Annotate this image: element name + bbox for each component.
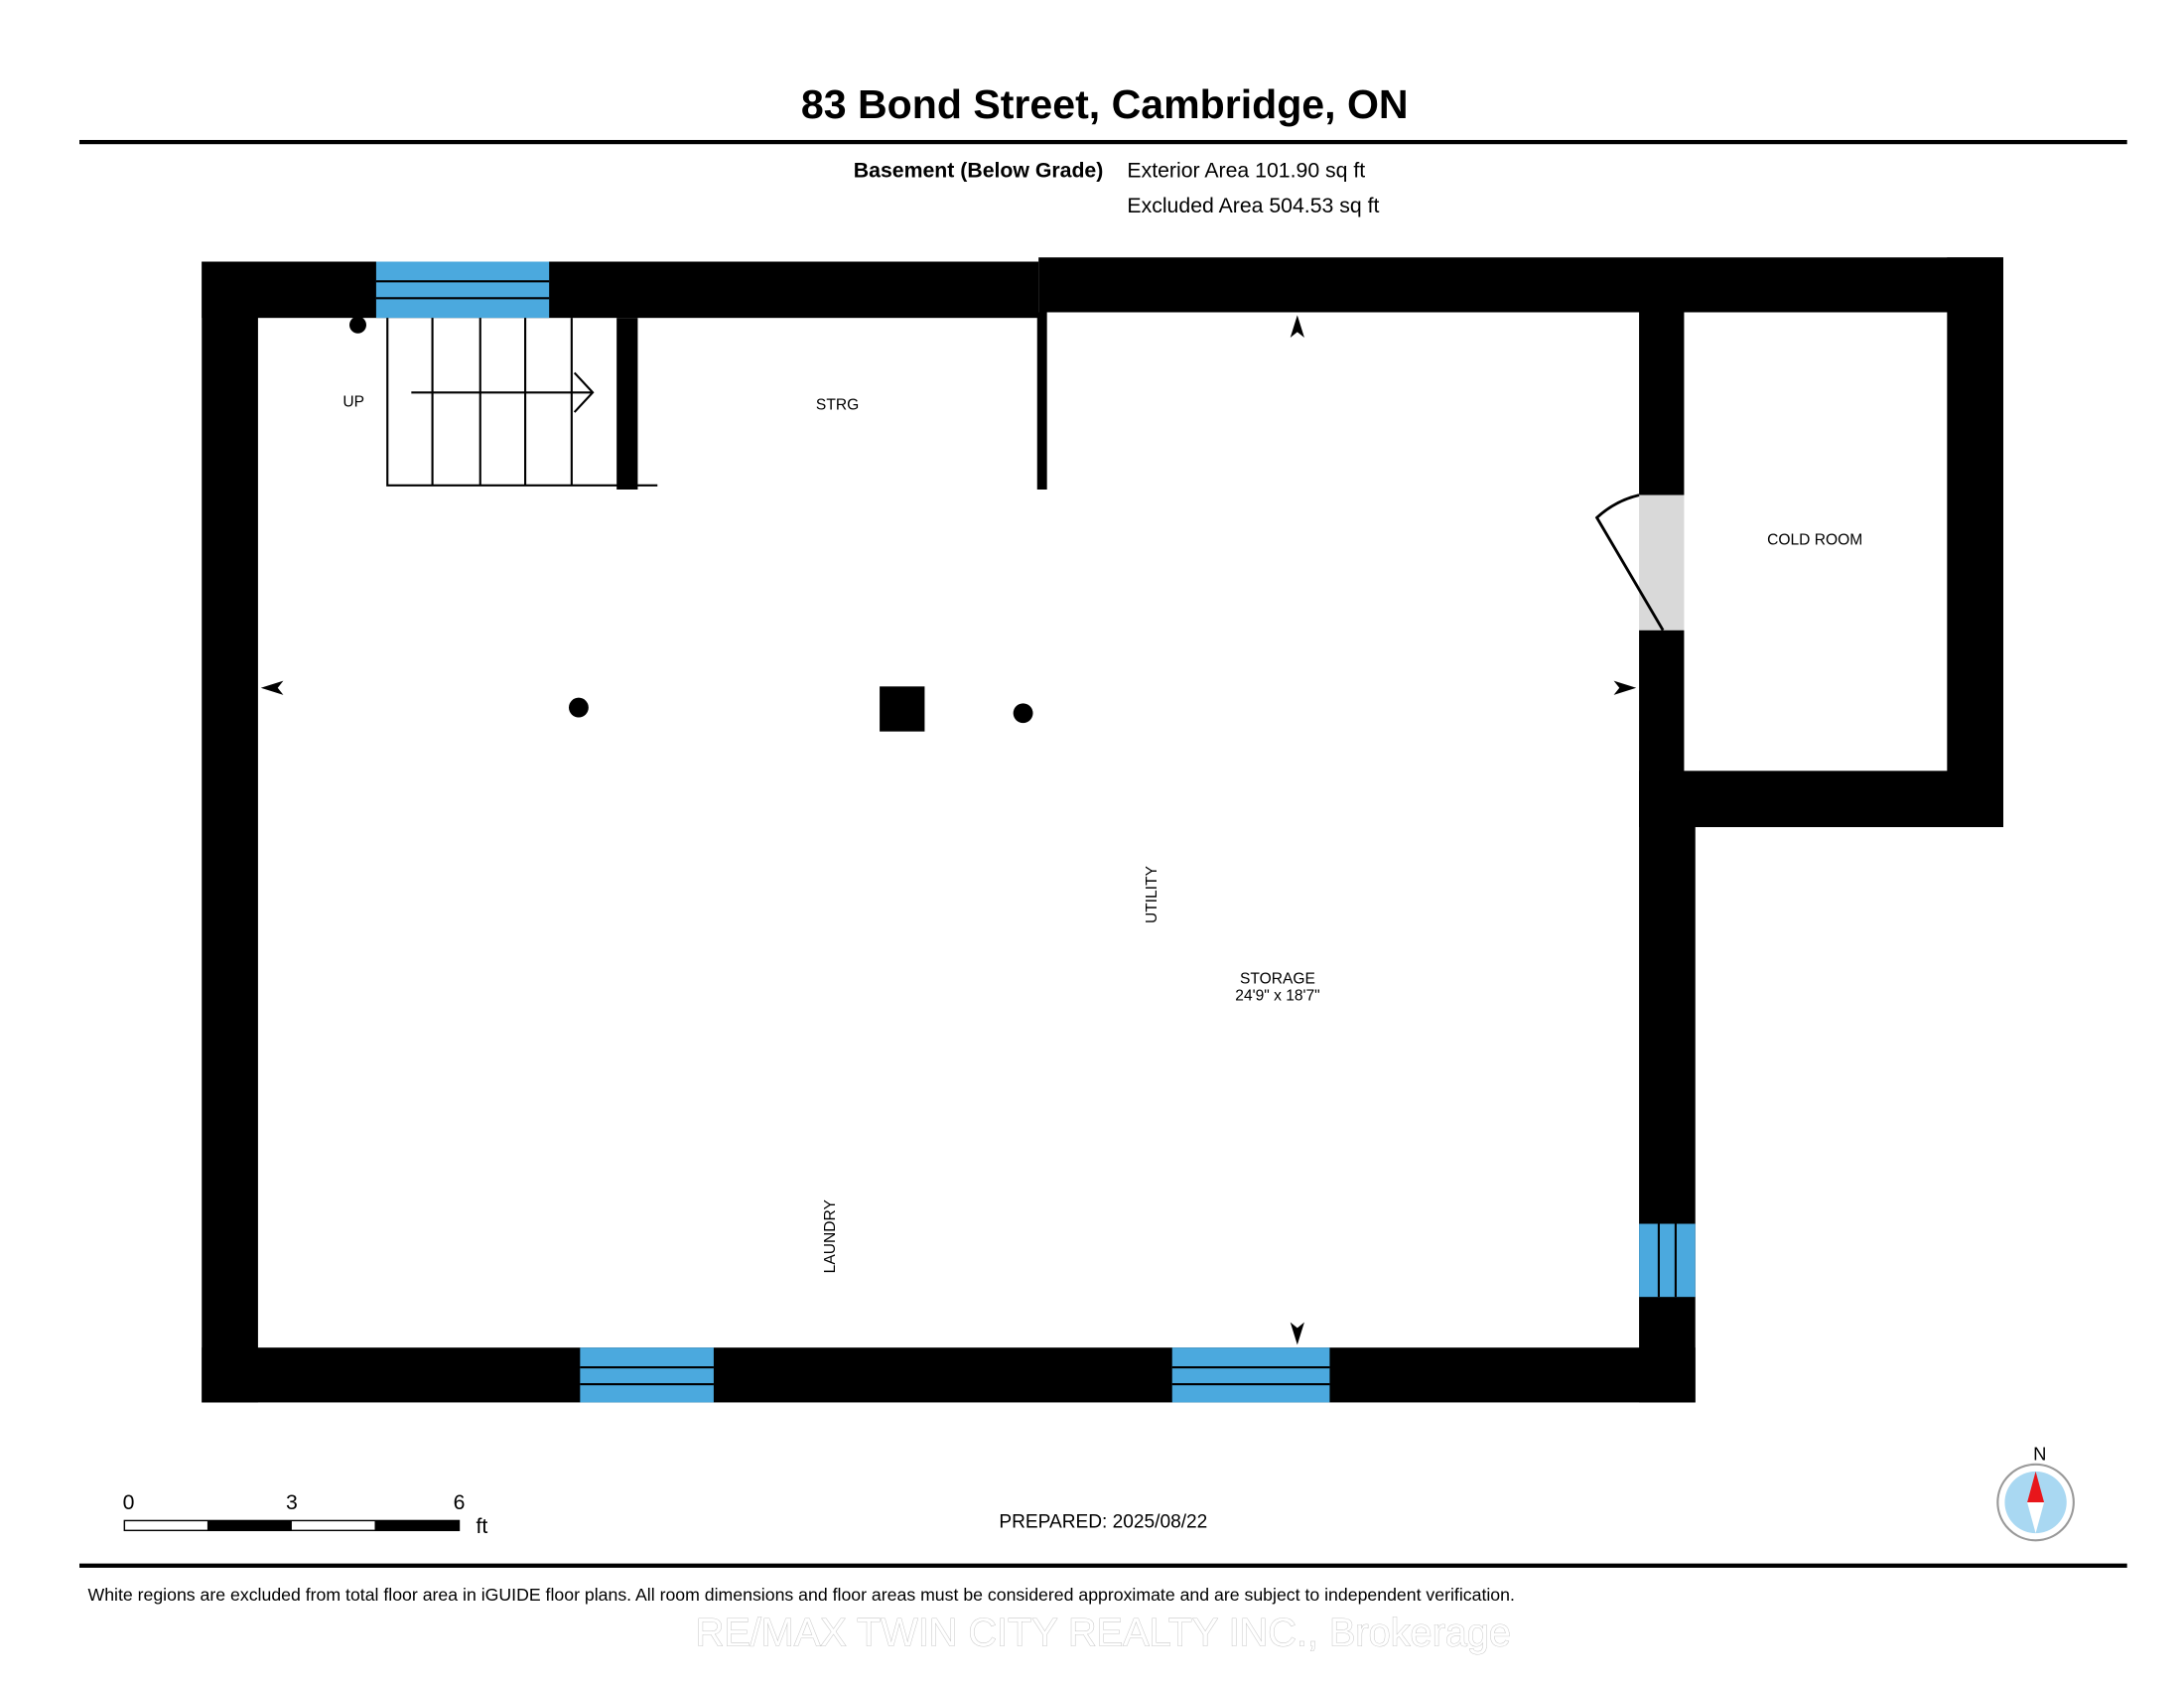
- exterior-area: Exterior Area 101.90 sq ft: [1127, 159, 1365, 183]
- page-title: 83 Bond Street, Cambridge, ON: [801, 81, 1409, 127]
- label-strg: STRG: [816, 396, 859, 413]
- columns: [349, 316, 1033, 732]
- arrow-right-icon: [1613, 680, 1637, 695]
- prepared-date: PREPARED: 2025/08/22: [999, 1512, 1207, 1533]
- label-laundry: LAUNDRY: [822, 1199, 839, 1274]
- window-bottom-left: [580, 1347, 714, 1403]
- walls: [202, 257, 2003, 1403]
- window-bottom-right: [1171, 1347, 1330, 1403]
- window-top: [375, 261, 550, 319]
- excluded-area: Excluded Area 504.53 sq ft: [1127, 194, 1379, 217]
- windows: [375, 261, 1696, 1403]
- label-up: UP: [342, 393, 364, 410]
- disclaimer: White regions are excluded from total fl…: [87, 1585, 1514, 1605]
- dimension-arrows: [260, 315, 1637, 1345]
- label-storage: STORAGE: [1240, 970, 1315, 987]
- column-dot: [569, 697, 589, 718]
- arrow-down-icon: [1290, 1322, 1304, 1345]
- scale-tick-0: 0: [123, 1490, 135, 1514]
- window-right: [1639, 1223, 1696, 1298]
- door-cold-room: [1594, 493, 1685, 632]
- scale-bar: 0 3 6 ft: [123, 1490, 488, 1538]
- column-dot: [349, 316, 366, 334]
- column-square: [880, 686, 925, 732]
- scale-tick-3: 3: [286, 1490, 298, 1514]
- compass-north-label: N: [2033, 1444, 2046, 1465]
- column-dot: [1013, 703, 1033, 724]
- header-divider: [79, 139, 2127, 145]
- compass-icon: N: [1996, 1444, 2075, 1542]
- watermark: RE/MAX TWIN CITY REALTY INC., Brokerage: [696, 1612, 1511, 1655]
- footer-divider: [79, 1563, 2127, 1568]
- label-utility: UTILITY: [1144, 865, 1160, 923]
- arrow-up-icon: [1290, 315, 1304, 338]
- label-cold-room: COLD ROOM: [1767, 531, 1862, 548]
- storage-dimensions: 24'9" x 18'7": [1235, 987, 1319, 1004]
- stairs: [386, 318, 658, 487]
- floor-label: Basement (Below Grade): [854, 159, 1104, 183]
- scale-tick-6: 6: [454, 1490, 466, 1514]
- arrow-left-icon: [260, 680, 284, 695]
- scale-unit: ft: [477, 1514, 488, 1538]
